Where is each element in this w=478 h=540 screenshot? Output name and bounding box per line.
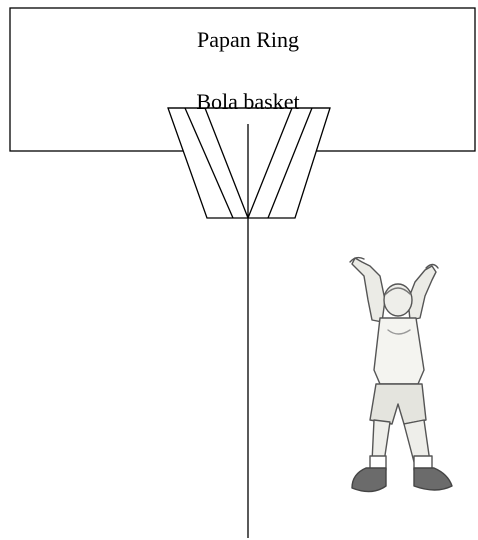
basketball-player-jumping-icon xyxy=(349,256,453,493)
ball-label: Bola basket xyxy=(196,89,299,114)
net-strings xyxy=(168,107,330,219)
backboard-label: Papan Ring xyxy=(197,27,299,52)
